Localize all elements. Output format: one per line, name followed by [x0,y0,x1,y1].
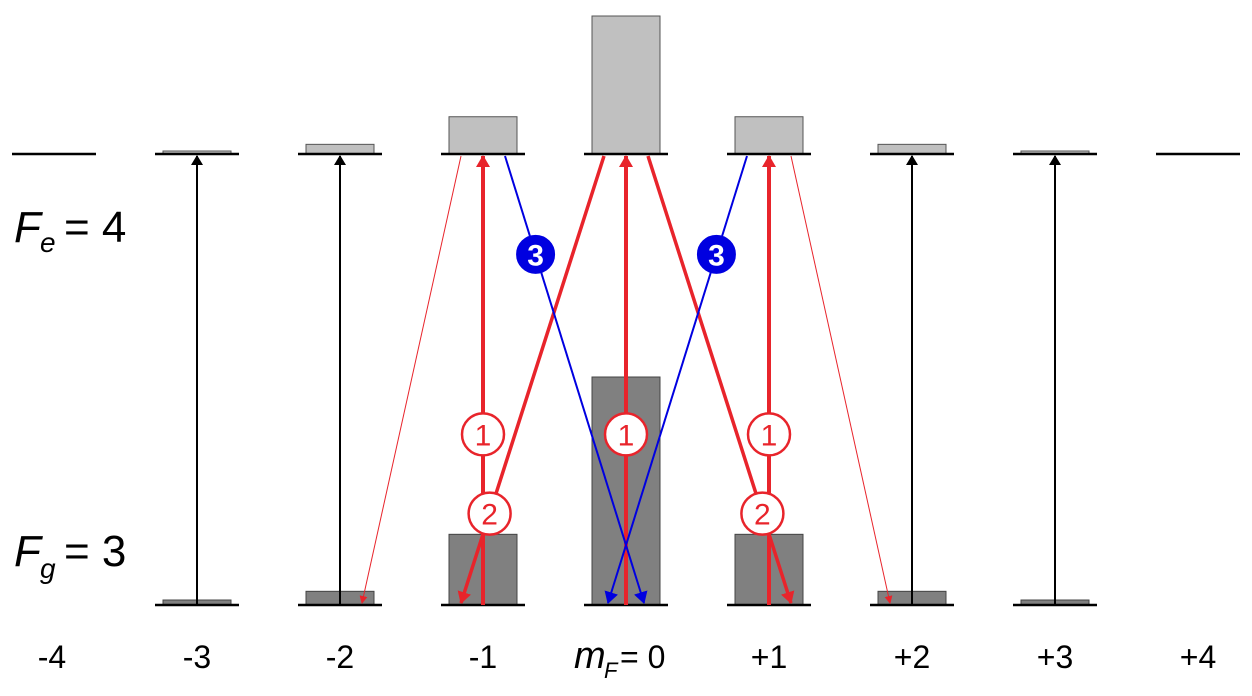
step-marker-label-pump-m+1: 1 [761,419,778,452]
mF-label-p1: +1 [751,639,787,675]
step-marker-circle-pump-m+1 [746,412,792,457]
transition-arrows [191,155,1061,605]
mF-label-p3: +3 [1037,639,1073,675]
excited-population-bar-p2 [877,143,947,155]
step-marker-label-decay-0-to-m+1: 2 [754,499,771,532]
mF-label-m4: -4 [38,639,66,675]
mF-zero-label: m F = 0 [574,635,665,683]
step-marker-circle-pump-m0 [603,412,649,457]
mF-subscript: F [604,658,619,683]
excited-population-bar-m1 [448,116,518,155]
mF-value: = 0 [620,639,665,675]
ground-level-label: F g = 3 [14,527,126,584]
step-marker-label-decay-m-1-to-0: 3 [527,239,544,272]
mF-label-m3: -3 [183,639,211,675]
step-marker-label-decay-m+1-to-0: 3 [708,239,725,272]
mF-label-m2: -2 [326,639,354,675]
transition-arrow-decay-m-1-to-m-2 [359,155,462,604]
ground-F-subscript: g [40,553,56,584]
mF-label-m1: -1 [469,639,497,675]
step-marker-circle-decay-m+1-to-0 [696,234,736,274]
ground-F-symbol: F [14,527,43,576]
step-marker-label-decay-0-to-m-1: 2 [481,499,498,532]
excited-F-symbol: F [14,203,43,252]
transition-arrow-decay-m-1-to-0 [504,155,648,604]
step-marker-circle-decay-m-1-to-0 [516,234,556,274]
excited-F-value: = 4 [64,203,126,252]
step-marker-circle-pump-m-1 [460,412,506,457]
transition-markers: 1 1 1 2 2 3 3 [460,234,792,536]
excited-population-bar-0 [591,15,661,155]
mF-symbol: m [574,635,606,677]
step-marker-label-pump-m0: 1 [618,419,635,452]
transition-arrow-decay-m+1-to-m+2 [790,155,893,604]
step-marker-label-pump-m-1: 1 [475,419,492,452]
mF-label-p2: +2 [894,639,930,675]
excited-population-bar-p1 [734,116,804,155]
step-marker-circle-decay-0-to-m+1 [740,491,785,536]
step-marker-circle-decay-0-to-m-1 [467,491,512,536]
excited-F-subscript: e [40,227,56,258]
transition-arrow-decay-m+1-to-0 [604,155,748,604]
ground-F-value: = 3 [64,527,126,576]
excited-level-label: F e = 4 [14,203,126,258]
mF-label-p4: +4 [1180,639,1216,675]
mF-labels: -4 -3 -2 -1 +1 +2 +3 +4 [38,639,1216,675]
excited-population-bar-m2 [305,143,375,155]
